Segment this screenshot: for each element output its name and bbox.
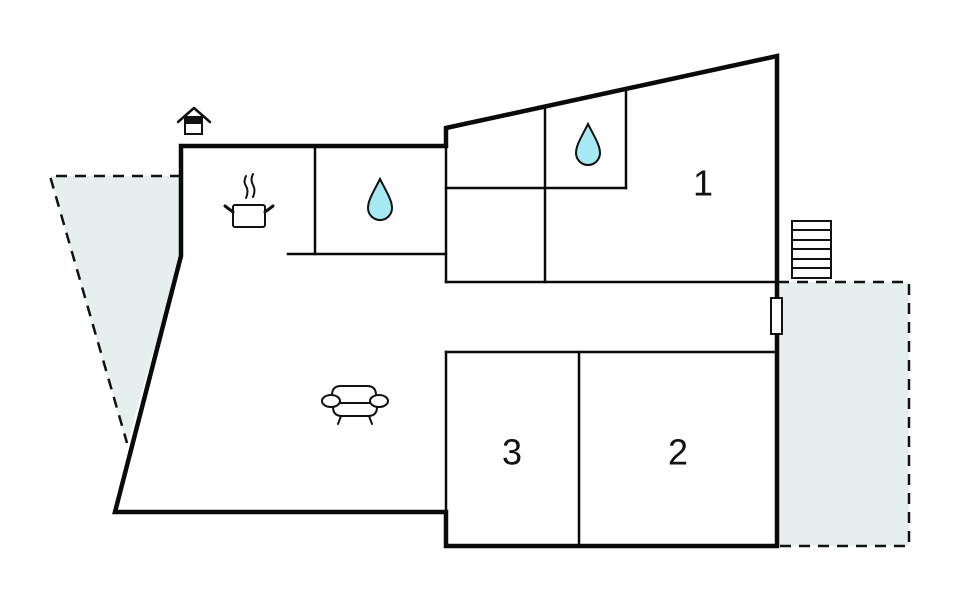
- exterior-walls: [112, 53, 780, 549]
- water-drop-icon: [366, 176, 394, 221]
- room-2-label: 2: [668, 432, 688, 473]
- water-drop-icon: [574, 121, 602, 166]
- right-terrace: [778, 280, 911, 548]
- house-entrance-icon: [176, 106, 212, 135]
- room-1-label: 1: [693, 163, 713, 204]
- door-icon: [770, 297, 783, 335]
- cooking-pot-icon: [223, 173, 275, 228]
- left-terrace: [48, 174, 181, 444]
- room-3-label: 3: [502, 432, 522, 473]
- armchair-icon: [321, 385, 389, 425]
- interior-walls: [286, 88, 779, 548]
- stairs-icon: [791, 220, 832, 279]
